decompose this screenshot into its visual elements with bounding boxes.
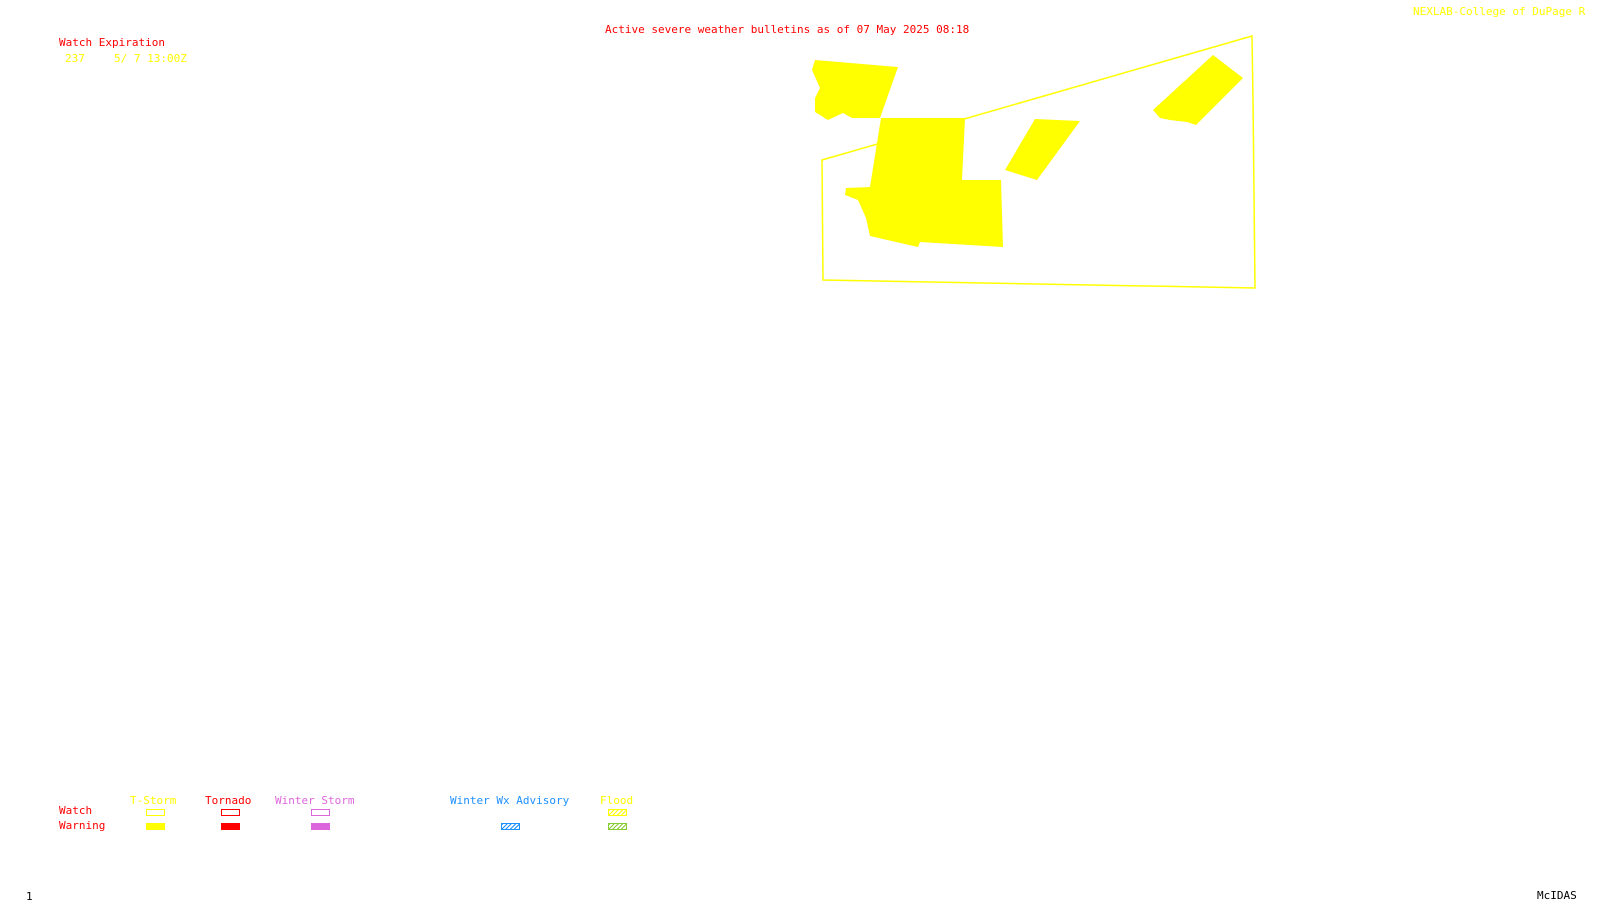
credit-label: NEXLAB-College of DuPage R — [1413, 5, 1586, 18]
legend-label-flood: Flood — [600, 794, 634, 807]
tornado-watch-swatch — [221, 809, 240, 816]
tstorm-warning-swatch — [146, 823, 165, 830]
watch-number: 237 — [65, 52, 85, 65]
legend-row-watch: Watch — [59, 804, 93, 817]
tornado-warning-swatch — [221, 823, 240, 830]
legend-label-winter-storm: Winter Storm — [275, 794, 355, 807]
legend-row-warning: Warning — [59, 819, 106, 832]
legend-label-tornado: Tornado — [205, 794, 252, 807]
flood-warning-swatch — [608, 823, 627, 830]
winter-storm-watch-swatch — [311, 809, 330, 816]
tstorm-warning-polygon — [845, 118, 1003, 247]
legend-label-tstorm: T-Storm — [130, 794, 177, 807]
tstorm-warning-polygon — [1005, 119, 1080, 180]
tstorm-warning-polygon — [812, 60, 898, 120]
legend-label-winter-wx-advisory: Winter Wx Advisory — [450, 794, 570, 807]
winter-storm-warning-swatch — [311, 823, 330, 830]
page-title: Active severe weather bulletins as of 07… — [605, 23, 970, 36]
software-label: McIDAS — [1537, 889, 1577, 902]
frame-number: 1 — [26, 890, 33, 903]
tstorm-warning-polygon — [1153, 55, 1243, 125]
winter-wx-advisory-swatch — [501, 823, 520, 830]
tstorm-watch-swatch — [146, 809, 165, 816]
watch-list-heading: Watch Expiration — [59, 36, 165, 49]
flood-watch-swatch — [608, 809, 627, 816]
watch-expiration-time: 5/ 7 13:00Z — [114, 52, 187, 65]
